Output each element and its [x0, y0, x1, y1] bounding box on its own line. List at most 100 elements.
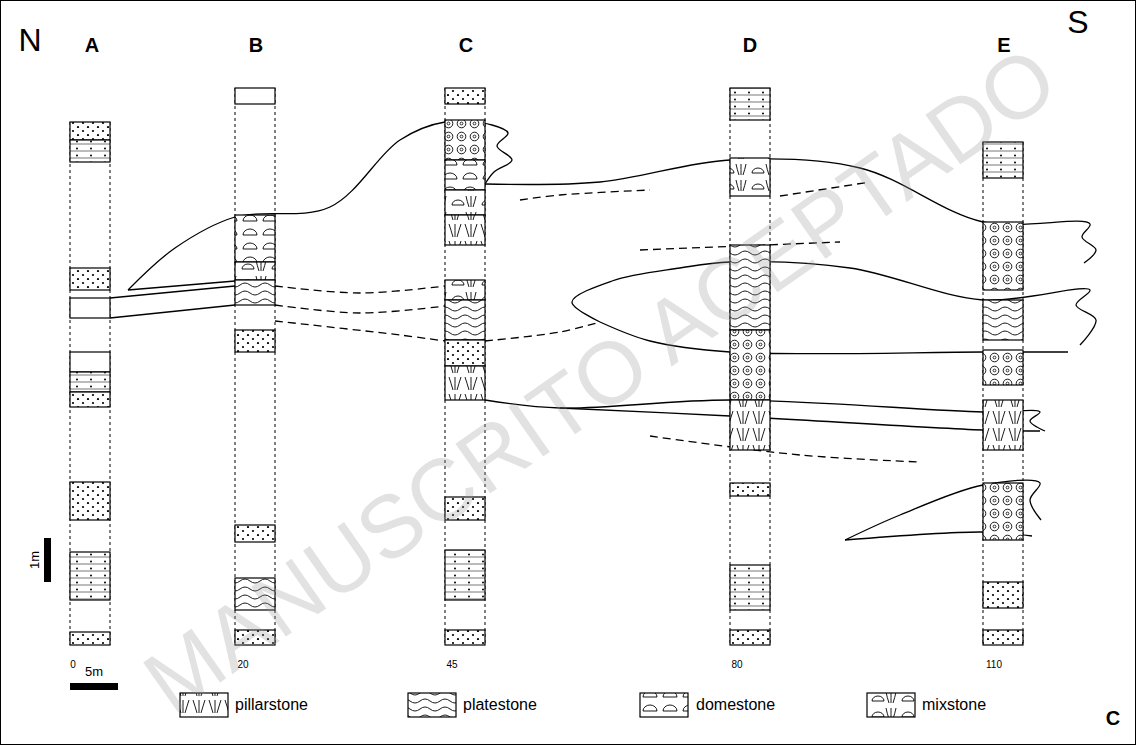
- bed-ground: [445, 215, 485, 245]
- bed-dots: [70, 632, 110, 645]
- bed-ground: [983, 350, 1023, 385]
- scale-label: 1m: [28, 551, 41, 569]
- bed-dots: [70, 482, 110, 520]
- bed-onc: [983, 350, 1023, 385]
- correlation-line: [560, 408, 1040, 431]
- bed-ground: [445, 300, 485, 340]
- bed-ground: [730, 483, 770, 496]
- bed-ground: [70, 298, 110, 318]
- bed-dots: [70, 122, 110, 140]
- bed-ground: [70, 552, 110, 600]
- legend-text: mixstone: [922, 697, 986, 713]
- bed-ground: [445, 550, 485, 600]
- bed-onc: [983, 222, 1023, 290]
- bed-ground: [235, 280, 275, 305]
- bed-ground: [445, 366, 485, 400]
- bed-onc: [730, 330, 770, 400]
- bed-ground: [70, 352, 110, 372]
- scale-bar-vertical: [44, 538, 51, 582]
- bed-empty: [70, 298, 110, 318]
- bed-ground: [730, 330, 770, 400]
- bed-ground: [445, 340, 485, 366]
- section-letter: A: [85, 35, 99, 55]
- bed-ground: [730, 565, 770, 610]
- bed-lam: [70, 552, 110, 600]
- bed-onc: [445, 120, 485, 160]
- correlation-line: [845, 480, 1041, 540]
- legend-swatch: [408, 693, 456, 717]
- bed-ground: [70, 482, 110, 520]
- section-letter: D: [743, 35, 757, 55]
- bed-empty: [70, 352, 110, 372]
- section-letter: B: [249, 35, 263, 55]
- bed-ground: [445, 190, 485, 215]
- bed-ground: [235, 262, 275, 280]
- distance-number: 45: [446, 660, 457, 670]
- correlation-line: [110, 286, 235, 298]
- bed-dots: [445, 340, 485, 366]
- watermark: MANUSCRITO ACEPTADO: [130, 32, 1071, 728]
- bed-ground: [983, 483, 1023, 540]
- bed-dome: [445, 160, 485, 190]
- bed-ground: [70, 268, 110, 290]
- compass-label: N: [18, 24, 41, 56]
- bed-dots: [445, 88, 485, 104]
- bed-dots: [445, 630, 485, 645]
- bed-lam: [70, 372, 110, 392]
- distance-number: 0: [70, 660, 76, 670]
- bed-ground: [730, 88, 770, 120]
- correlation-line: [128, 281, 235, 290]
- scale-label: 5m: [85, 665, 103, 678]
- bed-mix: [235, 262, 275, 280]
- scale-bar-horizontal: [70, 683, 118, 690]
- bed-lam: [730, 88, 770, 120]
- bed-dots: [235, 525, 275, 542]
- bed-ground: [730, 158, 770, 196]
- bed-ground: [235, 215, 275, 262]
- bed-dots: [730, 630, 770, 645]
- correlation-line-dashed: [520, 190, 650, 200]
- bed-ground: [235, 525, 275, 542]
- bed-ground: [70, 122, 110, 140]
- bed-ground: [445, 160, 485, 190]
- bed-plate: [445, 300, 485, 340]
- bed-ground: [730, 400, 770, 450]
- bed-ground: [70, 392, 110, 407]
- bed-ground: [235, 88, 275, 104]
- bed-ground: [445, 120, 485, 160]
- bed-pillar: [445, 215, 485, 245]
- section-letter: C: [459, 35, 473, 55]
- column-edge: [983, 142, 984, 645]
- bed-onc: [983, 483, 1023, 540]
- correlation-line-dashed: [275, 321, 445, 341]
- bed-dots: [70, 268, 110, 290]
- bed-mix: [445, 190, 485, 215]
- panel-letter: C: [1106, 708, 1120, 728]
- distance-number: 80: [731, 660, 742, 670]
- bed-mix: [730, 158, 770, 196]
- correlation-line-dashed: [650, 436, 920, 462]
- bed-dots: [70, 392, 110, 407]
- legend-text: pillarstone: [235, 697, 308, 713]
- bed-dots: [983, 582, 1023, 608]
- legend-text: domestone: [696, 697, 775, 713]
- bed-ground: [983, 582, 1023, 608]
- bed-ground: [445, 630, 485, 645]
- bed-pillar: [445, 366, 485, 400]
- distance-number: 110: [986, 660, 1002, 670]
- bed-pillar: [983, 400, 1023, 450]
- correlation-line-dashed: [275, 286, 445, 293]
- bed-lam: [445, 550, 485, 600]
- bed-ground: [70, 632, 110, 645]
- bed-ground: [70, 372, 110, 392]
- bed-ground: [445, 280, 485, 300]
- bed-ground: [983, 300, 1023, 340]
- compass-label: S: [1067, 6, 1088, 38]
- bed-lam: [730, 565, 770, 610]
- bed-empty: [235, 88, 275, 104]
- legend-swatch: [640, 693, 688, 717]
- column-edge: [235, 88, 236, 645]
- bed-ground: [445, 88, 485, 104]
